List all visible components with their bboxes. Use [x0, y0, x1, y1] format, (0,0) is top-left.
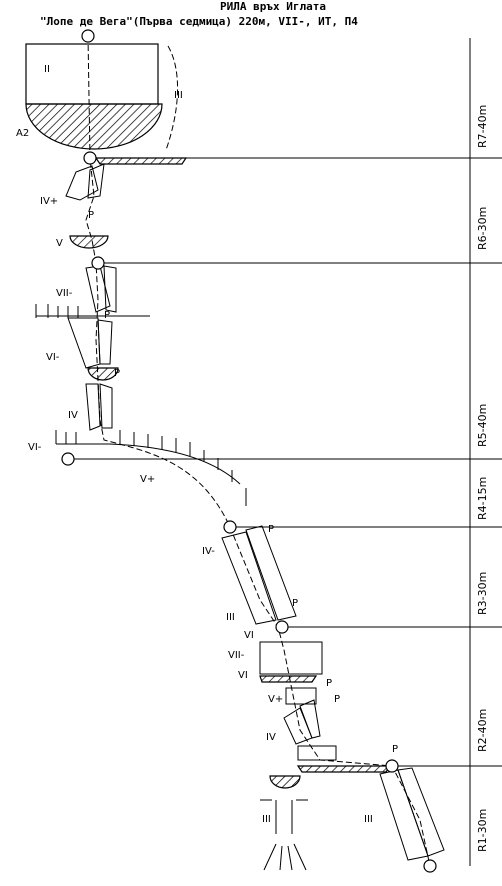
grade-label: V+	[268, 694, 283, 705]
topo-subtitle: "Лопе де Вега"(Първа седмица) 220м, VII-…	[40, 15, 358, 28]
peg-icon: P	[392, 744, 398, 755]
rock-features	[25, 43, 392, 789]
belay-stations	[61, 29, 437, 873]
small-overhang-2	[87, 367, 119, 381]
grade-label: III	[226, 612, 235, 623]
belay-icon	[81, 29, 95, 43]
peg-icon: P	[104, 310, 110, 321]
belay-icon	[91, 256, 105, 270]
grade-label: VII-	[228, 650, 245, 661]
grade-label: VI	[244, 630, 254, 641]
grade-label: VI-	[28, 442, 42, 453]
grade-label: VI-	[46, 352, 60, 363]
pitch-label-r6: R6-30m	[476, 207, 489, 250]
grade-labels: II III A2 IV+ V VII- VI- IV VI- V+ IV- I…	[16, 64, 373, 825]
belay-icon	[223, 520, 237, 534]
grade-label: A2	[16, 128, 29, 139]
belay-icon	[385, 759, 399, 773]
belay-icon	[423, 859, 437, 873]
route-line	[85, 35, 431, 867]
grade-label: VI	[238, 670, 248, 681]
roof-overhang	[25, 103, 163, 150]
peg-icon: P	[88, 210, 94, 221]
grade-label: IV+	[40, 196, 58, 207]
rock-linework	[35, 163, 445, 871]
grade-label: II	[44, 64, 50, 75]
peg-icon: P	[268, 524, 274, 535]
grade-label: III	[262, 814, 271, 825]
pitch-label-r2: R2-40m	[476, 709, 489, 752]
grade-label: V	[56, 238, 63, 249]
pitch-label-r5: R5-40m	[476, 404, 489, 447]
grade-label: IV-	[202, 546, 215, 557]
grade-label: IV	[68, 410, 78, 421]
pitch-label-r4: R4-15m	[476, 477, 489, 520]
peg-icon: P	[114, 368, 120, 379]
ledge	[94, 157, 188, 165]
grade-label: IV	[266, 732, 276, 743]
pitch-label-r7: R7-40m	[476, 105, 489, 148]
grade-label: VII-	[56, 288, 73, 299]
grade-label: III	[174, 90, 183, 101]
ledge-bottom	[296, 765, 392, 773]
peg-icon: P	[334, 694, 340, 705]
grade-label: III	[364, 814, 373, 825]
belay-icon	[83, 151, 97, 165]
small-overhang	[69, 235, 109, 249]
pitch-labels: R7-40m R6-30m R5-40m R4-15m R3-30m R2-40…	[476, 105, 489, 852]
pitch-label-r1: R1-30m	[476, 809, 489, 852]
small-overhang-3	[269, 775, 301, 789]
topo-title: РИЛА връх Иглата	[220, 0, 326, 13]
belay-icon	[61, 452, 75, 466]
belay-icon	[275, 620, 289, 634]
peg-icon: P	[292, 598, 298, 609]
ledge-lower	[259, 675, 318, 683]
grade-label: V+	[140, 474, 155, 485]
peg-icon: P	[326, 678, 332, 689]
peg-markers: P P P P P P P P	[88, 210, 398, 755]
pitch-label-r3: R3-30m	[476, 572, 489, 615]
